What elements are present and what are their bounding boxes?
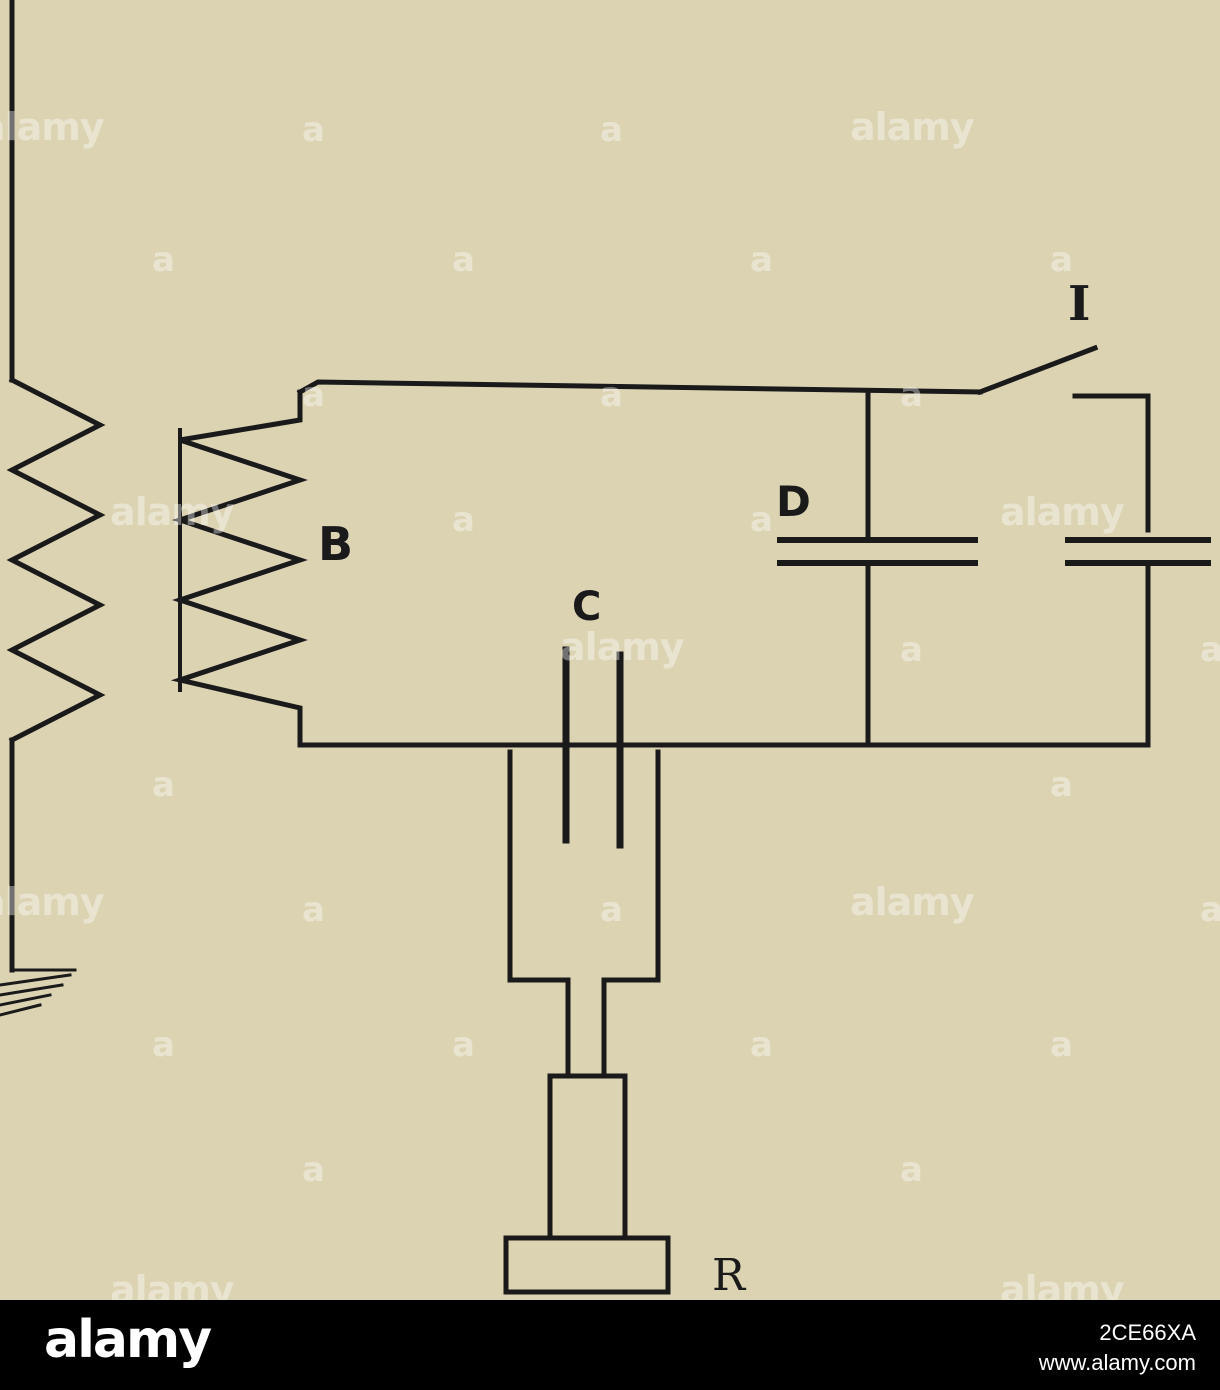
watermark: a [900, 630, 923, 670]
receiver-base [503, 1235, 671, 1295]
watermark: a [302, 890, 325, 930]
watermark: a [750, 1025, 773, 1065]
label-r: R [712, 1250, 747, 1300]
secondary-coil [170, 389, 308, 748]
watermark: a [750, 500, 773, 540]
circuit-drawing: B C D I R [0, 0, 1211, 1300]
label-c: C [572, 584, 601, 630]
label-d: D [776, 477, 811, 526]
watermark: alamy [0, 880, 105, 924]
watermark: a [1050, 240, 1073, 280]
label-i: I [1068, 276, 1090, 332]
alamy-logo: alamy [44, 1310, 212, 1370]
watermark: a [1200, 890, 1220, 930]
watermark: a [600, 375, 623, 415]
top-wire [296, 379, 983, 396]
watermark: a [152, 240, 175, 280]
watermark: a [452, 500, 475, 540]
switch-contact [1072, 393, 1151, 533]
watermark: alamy [850, 105, 975, 149]
watermark: a [600, 890, 623, 930]
watermark: alamy [560, 625, 685, 669]
site-url: www.alamy.com [1038, 1350, 1196, 1375]
watermark: alamy [1000, 490, 1125, 534]
detector-lead-left [507, 749, 571, 1079]
primary-coil [6, 376, 106, 744]
receiver-handle [547, 1073, 628, 1241]
watermark: a [452, 1025, 475, 1065]
watermark: a [1050, 765, 1073, 805]
watermark: a [302, 375, 325, 415]
ground-symbol [0, 968, 77, 1017]
detector-lead-right [601, 749, 661, 1079]
watermark: a [750, 240, 773, 280]
label-b: B [318, 517, 353, 571]
watermark: alamy [850, 880, 975, 924]
watermark: a [1200, 630, 1220, 670]
image-id: 2CE66XA [1099, 1320, 1196, 1345]
watermark: a [302, 1150, 325, 1190]
switch-blade [976, 344, 1099, 396]
watermark: a [452, 240, 475, 280]
circuit-diagram: B C D I R alamy alamy alamy alamy alamy … [0, 0, 1220, 1312]
watermark: a [600, 110, 623, 150]
watermark: alamy [110, 490, 235, 534]
watermark: alamy [0, 105, 105, 149]
watermark: a [302, 110, 325, 150]
watermark: a [152, 765, 175, 805]
footer-bar: alamy 2CE66XA www.alamy.com [0, 1300, 1220, 1390]
watermark: a [1050, 1025, 1073, 1065]
watermark: a [900, 1150, 923, 1190]
watermark: a [900, 375, 923, 415]
watermark: a [152, 1025, 175, 1065]
